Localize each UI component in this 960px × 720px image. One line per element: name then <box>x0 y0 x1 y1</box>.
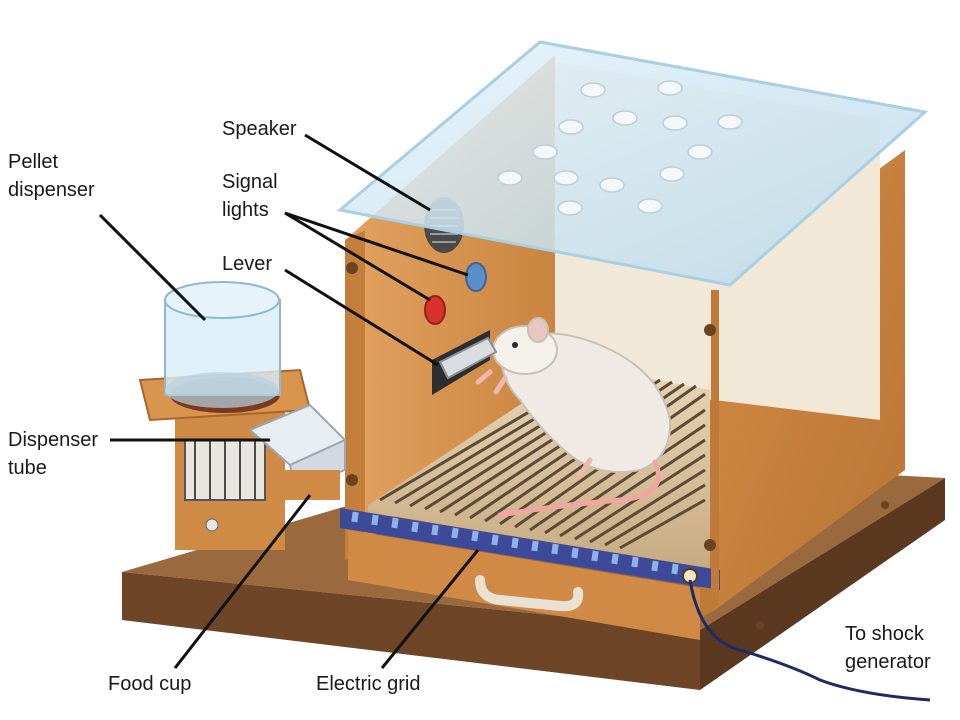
drawer <box>348 530 700 640</box>
leader-lines <box>98 133 480 669</box>
lever <box>432 330 498 395</box>
label-speaker: Speaker <box>222 118 297 140</box>
label-dispenser-tube: Dispenser tube <box>8 429 104 479</box>
glass-lid <box>336 40 929 287</box>
label-signal-lights: Signal lights <box>222 171 283 221</box>
rat <box>475 317 672 518</box>
label-electric-grid: Electric grid <box>316 673 420 695</box>
signal-light-red <box>424 295 446 325</box>
signal-light-blue <box>465 262 487 292</box>
label-food-cup: Food cup <box>108 673 191 695</box>
electric-grid-bar <box>340 508 720 590</box>
label-pellet-dispenser: Pellet dispenser <box>8 151 95 201</box>
label-shock-generator: To shock generator <box>845 623 931 673</box>
food-cup <box>285 470 340 500</box>
label-lever: Lever <box>222 253 272 275</box>
shock-wire <box>688 579 931 702</box>
pellet-dispenser <box>138 281 312 550</box>
